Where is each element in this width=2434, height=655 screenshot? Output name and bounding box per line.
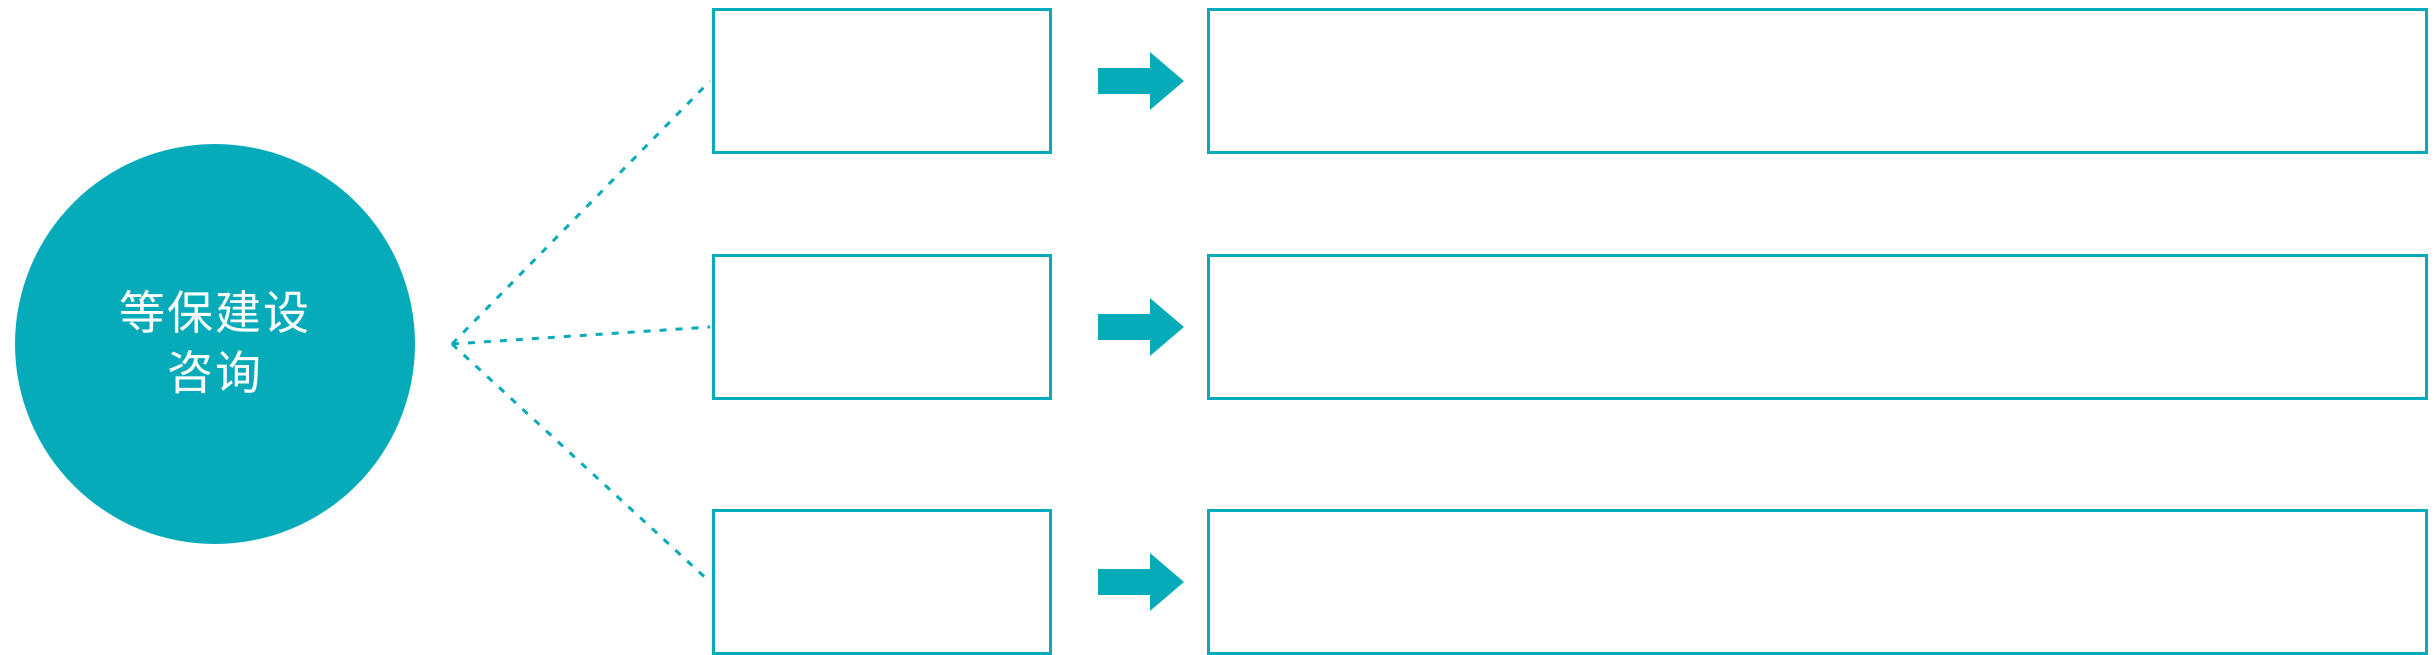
detail-box[interactable] <box>1207 509 2428 655</box>
flow-row <box>0 8 2434 154</box>
flow-row <box>0 509 2434 655</box>
hub-circle[interactable]: 等保建设 咨询 <box>15 144 415 544</box>
stage-box[interactable] <box>712 509 1052 655</box>
detail-box[interactable] <box>1207 254 2428 400</box>
flow-row <box>0 254 2434 400</box>
stage-box[interactable] <box>712 8 1052 154</box>
arrow-right-icon <box>1098 296 1184 358</box>
detail-box[interactable] <box>1207 8 2428 154</box>
hub-label: 等保建设 咨询 <box>119 287 311 399</box>
arrow-right-icon <box>1098 50 1184 112</box>
stage-box[interactable] <box>712 254 1052 400</box>
arrow-right-icon <box>1098 551 1184 613</box>
